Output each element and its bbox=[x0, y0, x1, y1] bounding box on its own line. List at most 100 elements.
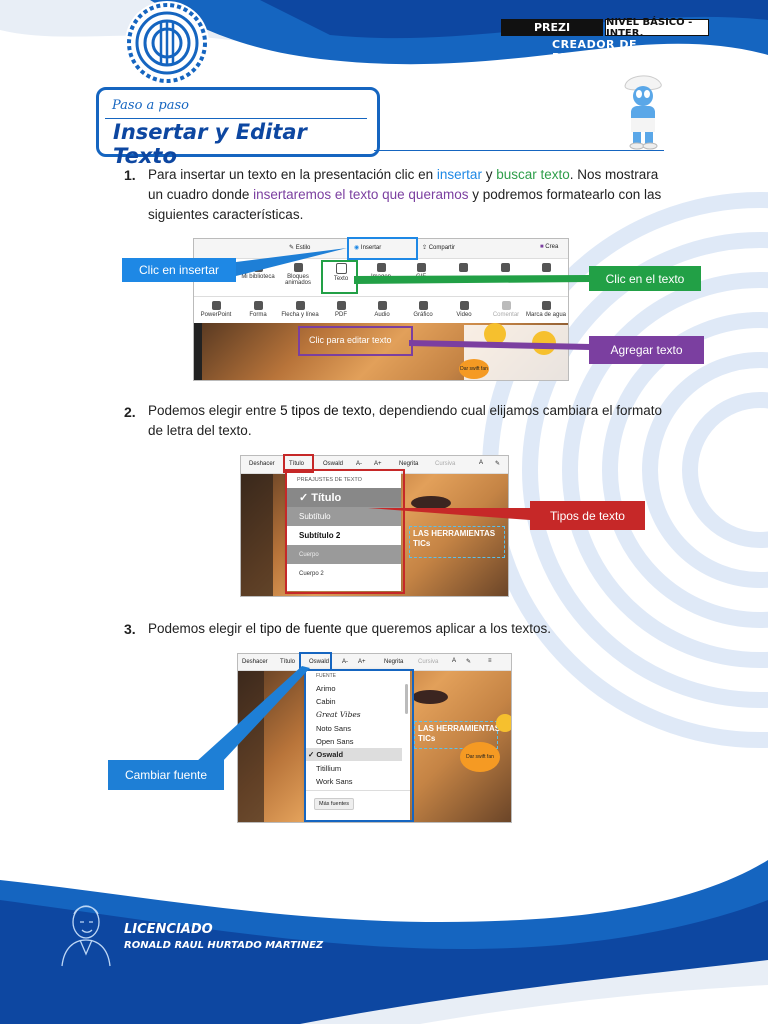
font-dropdown[interactable]: Oswald bbox=[309, 659, 330, 665]
highlight-font-menu bbox=[304, 669, 414, 822]
preset-titulo[interactable]: ✓ Título bbox=[287, 488, 401, 507]
font-work-sans[interactable]: Work Sans bbox=[316, 777, 353, 786]
comentar-button[interactable]: Comentar bbox=[484, 301, 528, 318]
lion-eye bbox=[412, 690, 448, 704]
section-title: Insertar y Editar Texto bbox=[113, 120, 307, 168]
section-title-box: Paso a paso Insertar y Editar Texto bbox=[96, 87, 380, 168]
callout-pointer-2 bbox=[368, 508, 530, 520]
sticker-label: Dar swift fan bbox=[460, 742, 500, 772]
eraser-icon[interactable]: ✎ bbox=[495, 461, 501, 467]
header-subtitle: CREADOR DE PRESENTACIONES bbox=[552, 38, 670, 64]
preset-subtitulo[interactable]: Subtítulo bbox=[287, 507, 401, 526]
font-selected-highlight bbox=[306, 748, 402, 761]
font-open-sans[interactable]: Open Sans bbox=[316, 737, 354, 746]
audio-button[interactable]: Audio bbox=[360, 301, 404, 318]
marca-agua-button[interactable]: Marca de agua bbox=[524, 301, 568, 318]
tab-compartir[interactable]: ⇪ Compartir bbox=[422, 245, 456, 251]
text-selection-box bbox=[414, 721, 498, 749]
callout-pointers-1 bbox=[236, 248, 590, 350]
header-underline bbox=[374, 150, 664, 151]
highlight-presets-menu bbox=[285, 469, 405, 594]
presets-menu: PREAJUSTES DE TEXTO ✓ Título Subtítulo S… bbox=[287, 471, 401, 591]
step-3-number: 3. bbox=[124, 621, 136, 637]
footer-title: LICENCIADO bbox=[124, 922, 213, 937]
pdf-button[interactable]: PDF bbox=[319, 301, 363, 318]
texto-button[interactable]: Texto bbox=[319, 263, 363, 282]
slide-edge bbox=[241, 474, 273, 596]
flecha-button[interactable]: Flecha y línea bbox=[278, 301, 322, 318]
step-2-text: Podemos elegir entre 5 tipos de texto, d… bbox=[148, 403, 663, 438]
font-cabin[interactable]: Cabin bbox=[316, 697, 336, 706]
divider bbox=[105, 118, 367, 119]
tab-estilo[interactable]: ✎ Estilo bbox=[289, 245, 311, 251]
flag-button[interactable] bbox=[483, 263, 527, 274]
slide-edge bbox=[194, 323, 202, 380]
screenshot-insert-toolbar: ✎ Estilo ◉ Insertar ⇪ Compartir ■ Crea M… bbox=[193, 238, 569, 381]
font-great-vibes[interactable]: Great Vibes bbox=[316, 710, 361, 719]
powerpoint-button[interactable]: PowerPoint bbox=[194, 301, 238, 318]
video-button[interactable]: Video bbox=[442, 301, 486, 318]
callout-tipos-texto: Tipos de texto bbox=[530, 501, 645, 530]
step-1-text: Para insertar un texto en la presentació… bbox=[148, 167, 662, 222]
text-color-icon[interactable]: A bbox=[452, 658, 457, 664]
font-scrollbar[interactable] bbox=[405, 684, 408, 714]
font-oswald[interactable]: ✓ Oswald bbox=[308, 750, 344, 759]
undo-button[interactable]: Deshacer bbox=[242, 659, 268, 665]
font-arimo[interactable]: Arimo bbox=[316, 684, 336, 693]
callout-clic-texto: Clic en el texto bbox=[589, 266, 701, 291]
emoji-icon bbox=[496, 714, 511, 732]
decrease-size-button[interactable]: A- bbox=[356, 461, 362, 467]
mascot-icon bbox=[624, 75, 662, 150]
preset-subtitulo-2[interactable]: Subtítulo 2 bbox=[287, 526, 401, 545]
more-fonts-button[interactable]: Más fuentes bbox=[314, 798, 354, 810]
bold-button[interactable]: Negrita bbox=[384, 659, 404, 665]
divider bbox=[194, 296, 568, 297]
font-noto-sans[interactable]: Noto Sans bbox=[316, 724, 352, 733]
footer-name: RONALD RAUL HURTADO MARTINEZ bbox=[124, 940, 324, 951]
section-small-title: Paso a paso bbox=[112, 98, 189, 113]
level-badge: NIVEL BÁSICO - INTER. bbox=[605, 17, 709, 39]
tab-insertar[interactable]: ◉ Insertar bbox=[354, 245, 382, 251]
text-selection-box bbox=[409, 526, 505, 558]
callout-cambiar-fuente: Cambiar fuente bbox=[108, 760, 224, 790]
italic-button[interactable]: Cursiva bbox=[418, 659, 439, 665]
italic-button[interactable]: Cursiva bbox=[435, 461, 456, 467]
divider bbox=[306, 790, 410, 791]
font-dropdown[interactable]: Oswald bbox=[323, 461, 344, 467]
preset-cuerpo-2[interactable]: Cuerpo 2 bbox=[287, 564, 401, 583]
menu-icon[interactable]: ≡ bbox=[488, 658, 492, 664]
preset-cuerpo[interactable]: Cuerpo bbox=[287, 545, 401, 564]
increase-size-button[interactable]: A+ bbox=[358, 659, 366, 665]
menu-header: PREAJUSTES DE TEXTO bbox=[297, 477, 362, 483]
font-menu: FUENTE Arimo Cabin Great Vibes Noto Sans… bbox=[306, 670, 410, 820]
screenshot-font-menu: Deshacer Título Oswald A- A+ Negrita Cur… bbox=[237, 653, 512, 823]
menu-header: FUENTE bbox=[316, 673, 336, 679]
lion-eye bbox=[411, 496, 451, 510]
preset-dropdown[interactable]: Título bbox=[289, 461, 305, 467]
text-color-icon[interactable]: A bbox=[479, 460, 484, 466]
increase-size-button[interactable]: A+ bbox=[374, 461, 382, 467]
highlight-preset-button bbox=[283, 454, 314, 473]
text-placeholder[interactable]: Clic para editar texto bbox=[309, 335, 392, 345]
callout-pointer-3 bbox=[196, 666, 310, 762]
slide-edge bbox=[238, 671, 264, 822]
brush-button[interactable] bbox=[524, 263, 568, 274]
eraser-icon[interactable]: ✎ bbox=[466, 659, 472, 665]
decrease-size-button[interactable]: A- bbox=[342, 659, 348, 665]
undo-button[interactable]: Deshacer bbox=[249, 461, 275, 467]
callout-clic-insertar: Clic en insertar bbox=[122, 258, 236, 282]
font-titillium[interactable]: Titillium bbox=[316, 764, 342, 773]
highlight-insertar bbox=[347, 237, 418, 260]
grafico-button[interactable]: Gráfico bbox=[401, 301, 445, 318]
bloques-animados-button[interactable]: Bloques animados bbox=[276, 263, 320, 286]
bold-button[interactable]: Negrita bbox=[399, 461, 419, 467]
sticker-button[interactable] bbox=[441, 263, 485, 274]
sticker-label: Dar swift fan bbox=[459, 359, 489, 379]
tab-crear[interactable]: ■ Crea bbox=[540, 244, 559, 250]
preset-dropdown[interactable]: Título bbox=[280, 659, 296, 665]
emoji-icon bbox=[484, 323, 506, 345]
forma-button[interactable]: Forma bbox=[236, 301, 280, 318]
